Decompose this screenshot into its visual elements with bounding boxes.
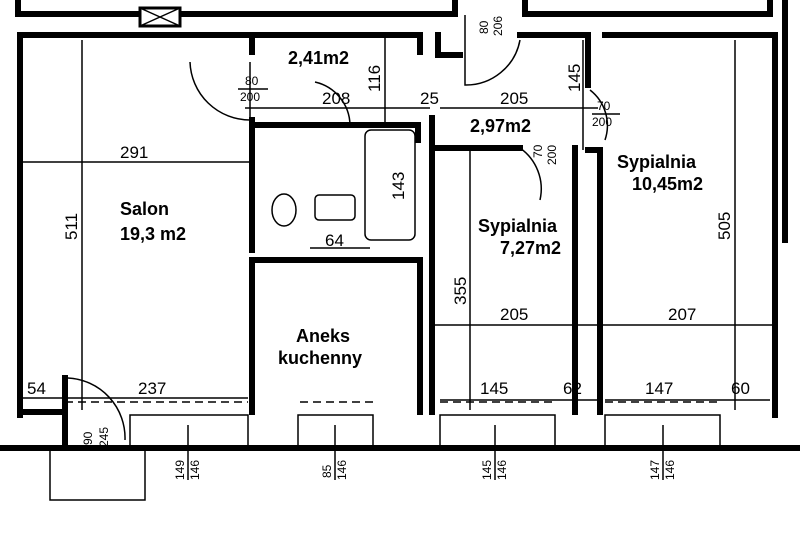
balcony <box>49 448 146 501</box>
door-bedroom-small-w: 70 <box>531 144 545 158</box>
entrance-door-h: 206 <box>491 16 505 36</box>
dim-corridor-208: 208 <box>322 89 350 108</box>
door-salon-h: 200 <box>240 90 260 104</box>
window4-h: 146 <box>663 460 677 480</box>
building-corridor-walls <box>15 0 788 243</box>
bedroom-small-name: Sypialnia <box>478 216 558 236</box>
kitchen-line1: Aneks <box>296 326 350 346</box>
apartment-walls <box>0 32 800 451</box>
door-bedroom-small-h: 200 <box>545 145 559 165</box>
door-bedroom-large-h: 200 <box>592 115 612 129</box>
dim-wall-54: 54 <box>27 379 46 398</box>
dimension-lines <box>20 35 775 480</box>
hall-area: 2,97m2 <box>470 116 531 136</box>
toilet-icon <box>271 193 297 227</box>
door-salon-w: 80 <box>245 74 259 88</box>
window2-h: 146 <box>335 460 349 480</box>
dim-wall-25: 25 <box>420 89 439 108</box>
dim-bedroom-large-207: 207 <box>668 305 696 324</box>
window1-h: 146 <box>188 460 202 480</box>
window1-w: 149 <box>173 460 187 480</box>
window-3 <box>439 414 556 448</box>
dim-bath-64: 64 <box>325 231 344 250</box>
windows <box>49 401 721 501</box>
window3-w: 145 <box>480 460 494 480</box>
kitchen-line2: kuchenny <box>278 348 362 368</box>
sink-icon <box>314 194 356 221</box>
bedroom-large-area: 10,45m2 <box>632 174 703 194</box>
balcony-door-w: 90 <box>81 431 95 445</box>
balcony-door-h: 245 <box>97 427 111 447</box>
dim-corridor-116: 116 <box>365 65 384 92</box>
dim-bath-143: 143 <box>389 172 408 200</box>
dim-hall-145: 145 <box>565 64 584 92</box>
bathtub-icon <box>364 129 416 241</box>
window2-w: 85 <box>320 464 334 478</box>
dim-bedroom-large-505: 505 <box>715 212 734 240</box>
door-bedroom-large-w: 70 <box>597 99 611 113</box>
dim-wall-62: 62 <box>563 379 582 398</box>
wc-hall-area: 2,41m2 <box>288 48 349 68</box>
bedroom-large-name: Sypialnia <box>617 152 697 172</box>
entrance-door-w: 80 <box>477 20 491 34</box>
dim-salon-length: 511 <box>62 213 81 240</box>
dim-window4-147: 147 <box>645 379 673 398</box>
bedroom-small-area: 7,27m2 <box>500 238 561 258</box>
bathroom-fixtures <box>271 129 416 241</box>
dim-salon-width: 291 <box>120 143 148 162</box>
dim-bedroom-small-205: 205 <box>500 305 528 324</box>
window-1 <box>129 414 249 448</box>
dim-wall-237: 237 <box>138 379 166 398</box>
dim-window3-145: 145 <box>480 379 508 398</box>
window3-h: 146 <box>495 460 509 480</box>
dim-bedroom-small-355: 355 <box>451 277 470 305</box>
window4-w: 147 <box>648 460 662 480</box>
dim-hall-205: 205 <box>500 89 528 108</box>
salon-name: Salon <box>120 199 169 219</box>
dim-wall-60: 60 <box>731 379 750 398</box>
salon-area: 19,3 m2 <box>120 224 186 244</box>
